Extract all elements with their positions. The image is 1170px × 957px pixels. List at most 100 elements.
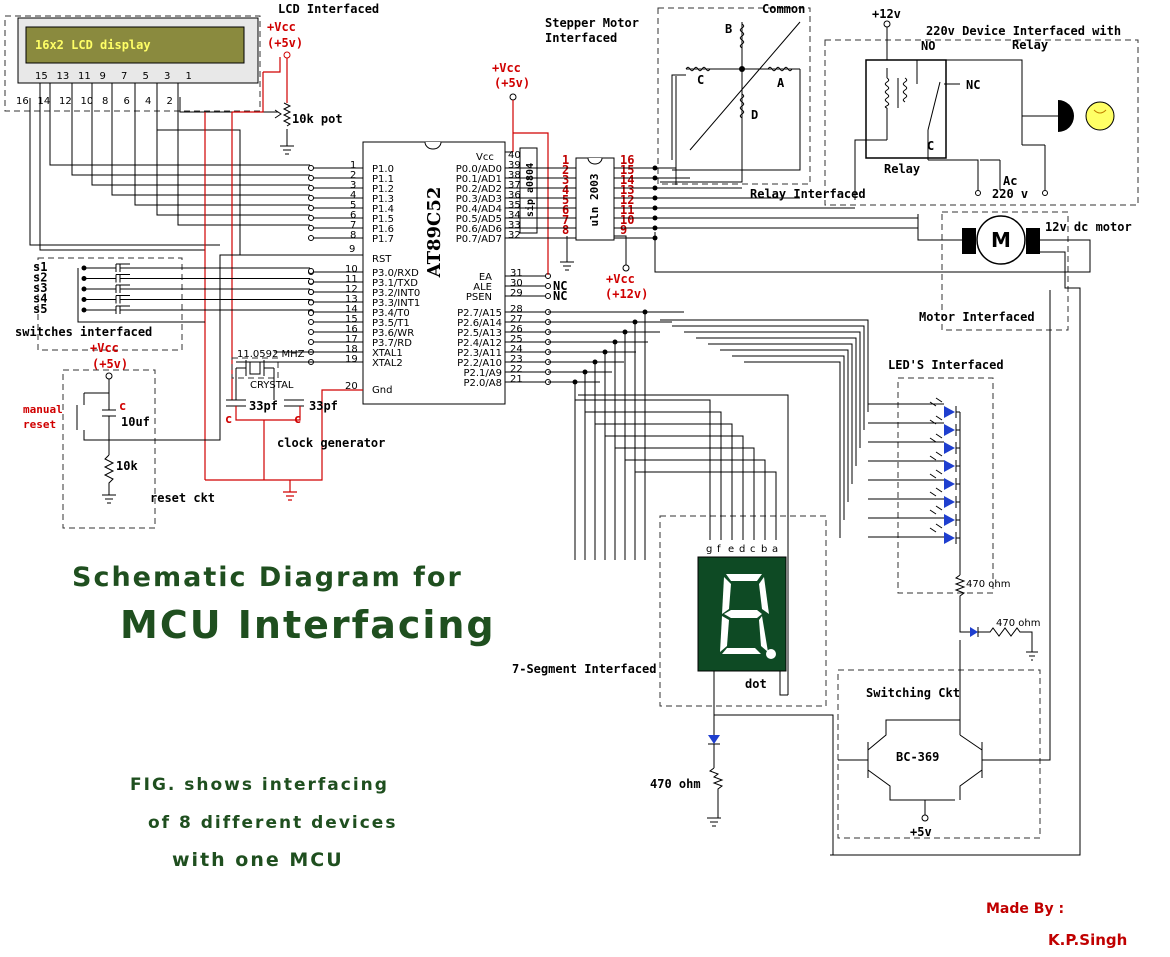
switching-circuit: Switching Ckt BC-369 470 ohm +5v	[837, 290, 1051, 839]
p2-pin-label: P2.2/A10	[457, 358, 502, 369]
xtal-pin-label: XTAL1	[372, 348, 403, 359]
p2-pin-label: P2.5/A13	[457, 328, 502, 339]
lcd-pin-2: 2	[167, 96, 173, 107]
uln-left-pin: 3	[562, 173, 569, 187]
bc369-label: BC-369	[896, 750, 939, 764]
p0-pin-number: 38	[508, 170, 521, 181]
lcd-pot: +Vcc (+5v) 10k pot	[179, 20, 343, 480]
p1-pin-number: 7	[350, 220, 356, 231]
p3-pin-number: 11	[345, 274, 358, 285]
manual-reset-2: reset	[23, 418, 56, 431]
p3-pin-number: 10	[345, 264, 358, 275]
ctrl-pin-number: 29	[510, 288, 523, 299]
manual-reset-1: manual	[23, 403, 63, 416]
ac-label: Ac	[1003, 174, 1017, 188]
p1-pin-label: P1.5	[372, 214, 394, 225]
lcd-pin-16: 16	[16, 96, 29, 107]
seg-pin-a: a	[772, 544, 778, 555]
p1-pin-number: 8	[350, 230, 356, 241]
lcd-pin-14: 14	[38, 96, 51, 107]
p0-pin-label: P0.7/AD7	[456, 234, 502, 245]
uln-right-pin: 14	[620, 173, 634, 187]
coil-d-label: D	[751, 108, 758, 122]
p2-pin-label: P2.0/A8	[463, 378, 502, 389]
p0-pin-label: P0.0/AD0	[456, 164, 502, 175]
crystal-freq: 11.0592 MHZ	[237, 349, 305, 360]
dc-motor-label: 12v dc motor	[1045, 220, 1132, 234]
p3-pin-number: 15	[345, 314, 358, 325]
stepper-title-1: Stepper Motor	[545, 16, 639, 30]
lcd-wires	[29, 83, 310, 255]
ac-volt-label: 220 v	[992, 187, 1028, 201]
vcc5-mcu: +Vcc (+5v)	[492, 61, 549, 275]
pot-label: 10k pot	[292, 112, 343, 126]
p0-pin-number: 35	[508, 200, 521, 211]
p2-pin-label: P2.4/A12	[457, 338, 502, 349]
uln-right-pin: 12	[620, 193, 634, 207]
cap-c-reset: c	[119, 399, 126, 413]
lcd-pin-4: 4	[145, 96, 151, 107]
device-title: 220v Device Interfaced with	[926, 24, 1121, 38]
leds: LED'S Interfaced 470 ohm	[868, 358, 1010, 625]
cap-10uf-label: 10uf	[121, 415, 150, 429]
port2-wires	[548, 309, 869, 560]
r470-sw-label: 470 ohm	[996, 618, 1040, 629]
relay-device: 220v Device Interfaced with Relay +12v N…	[750, 7, 1139, 206]
stepper-motor: Stepper Motor Interfaced Common B C A D	[545, 2, 811, 185]
p0-pin-number: 34	[508, 210, 521, 221]
p0-pin-label: P0.2/AD2	[456, 184, 502, 195]
lcd-pin-3: 3	[164, 71, 170, 82]
p3-pin-label: P3.3/INT1	[372, 298, 420, 309]
made-by-label: Made By :	[986, 901, 1064, 917]
p3-pin-number: 12	[345, 284, 358, 295]
vcc5-value-top: (+5v)	[267, 36, 303, 50]
motor-icon	[976, 215, 1026, 265]
big-title-2: MCU Interfacing	[120, 603, 496, 647]
lcd-pin-9: 9	[100, 71, 106, 82]
fig-line-3: with one MCU	[172, 849, 344, 871]
p0-pin-number: 36	[508, 190, 521, 201]
p1-pin-label: P1.6	[372, 224, 394, 235]
sip-resistor: sip a0804	[519, 147, 538, 234]
ctrl-pin-label: ALE	[473, 282, 492, 293]
cap-c-2: c	[294, 412, 301, 426]
ctrl-pin-label: EA	[479, 272, 492, 283]
bulb-base-icon	[1058, 100, 1074, 132]
uln-right-pin: 13	[620, 183, 634, 197]
p1-pin-label: P1.4	[372, 204, 394, 215]
cap1-label: 33pf	[249, 399, 278, 413]
lcd-display-label: 16x2 LCD display	[35, 38, 151, 52]
mcu-left-pins: P1.01P1.12P1.23P1.34P1.45P1.56P1.67P1.78…	[308, 160, 420, 369]
p3-pin-number: 17	[345, 334, 358, 345]
seg-pin-c: c	[750, 544, 756, 555]
rst-pin-label: RST	[372, 254, 392, 265]
common-label: Common	[762, 2, 805, 16]
reset-ckt-label: reset ckt	[150, 491, 215, 505]
author-label: K.P.Singh	[1048, 931, 1127, 949]
dc-motor: M 12v dc motor Motor Interfaced	[654, 211, 1132, 856]
p1-pin-number: 3	[350, 180, 356, 191]
relay-c-label: C	[927, 139, 934, 153]
dot-label: dot	[745, 677, 767, 691]
device-title-2: Relay	[1012, 38, 1048, 52]
xtal-pin-label: XTAL2	[372, 358, 403, 369]
uln-label: uln 2003	[588, 174, 601, 227]
crystal-label: CRYSTAL	[250, 380, 294, 391]
p2-pin-label: P2.1/A9	[463, 368, 502, 379]
no-label: NO	[921, 39, 935, 53]
p3-pin-label: P3.2/INT0	[372, 288, 420, 299]
bulb-icon	[1085, 101, 1115, 131]
p3-pin-number: 14	[345, 304, 358, 315]
switch-label: s3	[33, 281, 47, 295]
p3-pin-number: 16	[345, 324, 358, 335]
uln-right-pin: 10	[620, 213, 634, 227]
uln-left-pin: 4	[562, 183, 569, 197]
switch-label: s1	[33, 260, 47, 274]
